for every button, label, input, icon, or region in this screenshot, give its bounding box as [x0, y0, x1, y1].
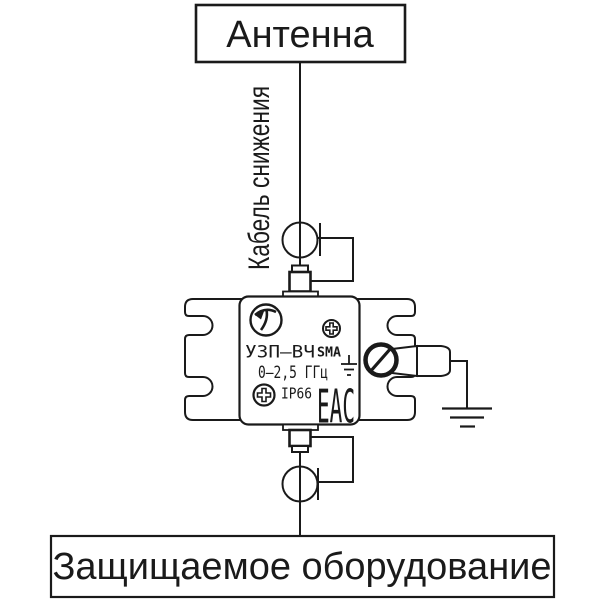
- upper-connector-circle: [281, 221, 319, 259]
- upper-connector-bracket: [310, 237, 354, 282]
- logo-flag: [255, 310, 265, 320]
- screw-cross: [325, 322, 338, 335]
- logo-circle: [249, 303, 283, 337]
- device-range-label: 0–2,5 ГГц: [258, 363, 328, 383]
- equipment-label: Защищаемое оборудование: [52, 546, 551, 588]
- antenna-label: Антенна: [226, 14, 374, 56]
- lower-sma-nut: [288, 428, 312, 448]
- manufacturer-logo-icon: [249, 303, 283, 337]
- ring-terminal-barrel: [416, 345, 451, 377]
- surge-protector-device: УЗП–ВЧ SMA 0–2,5 ГГц IP66 ЕАС: [184, 295, 492, 434]
- drop-cable-label: Кабель снижения: [243, 86, 276, 270]
- lower-sma-cap: [291, 445, 309, 453]
- equipment-box-group: Защищаемое оборудование: [49, 534, 556, 599]
- eac-certification-mark: ЕАС: [317, 380, 355, 434]
- device-connector-label: SMA: [317, 346, 341, 361]
- logo-stem: [259, 309, 269, 331]
- lower-connector-bracket: [310, 436, 354, 483]
- device-model-label: УЗП–ВЧ: [245, 343, 315, 363]
- slotted-ground-screw-icon: [363, 342, 451, 378]
- logo-bar: [254, 308, 277, 317]
- ground-mark-icon: [341, 355, 357, 376]
- antenna-box-group: Антенна: [194, 3, 407, 64]
- lower-coax-connector-icon: [281, 423, 354, 536]
- phillips-screw-icon: [252, 383, 276, 407]
- upper-coax-connector-icon: [281, 221, 354, 298]
- ground-screw-slot: [368, 346, 393, 374]
- earth-ground-icon: [442, 407, 492, 428]
- antenna-box: [194, 3, 407, 64]
- screw-cross: [256, 387, 272, 403]
- device-ip-label: IP66: [281, 385, 312, 403]
- ground-wire: [450, 360, 468, 408]
- equipment-box: [49, 534, 556, 599]
- phillips-screw-icon: [322, 319, 341, 338]
- upper-sma-nut: [288, 270, 312, 293]
